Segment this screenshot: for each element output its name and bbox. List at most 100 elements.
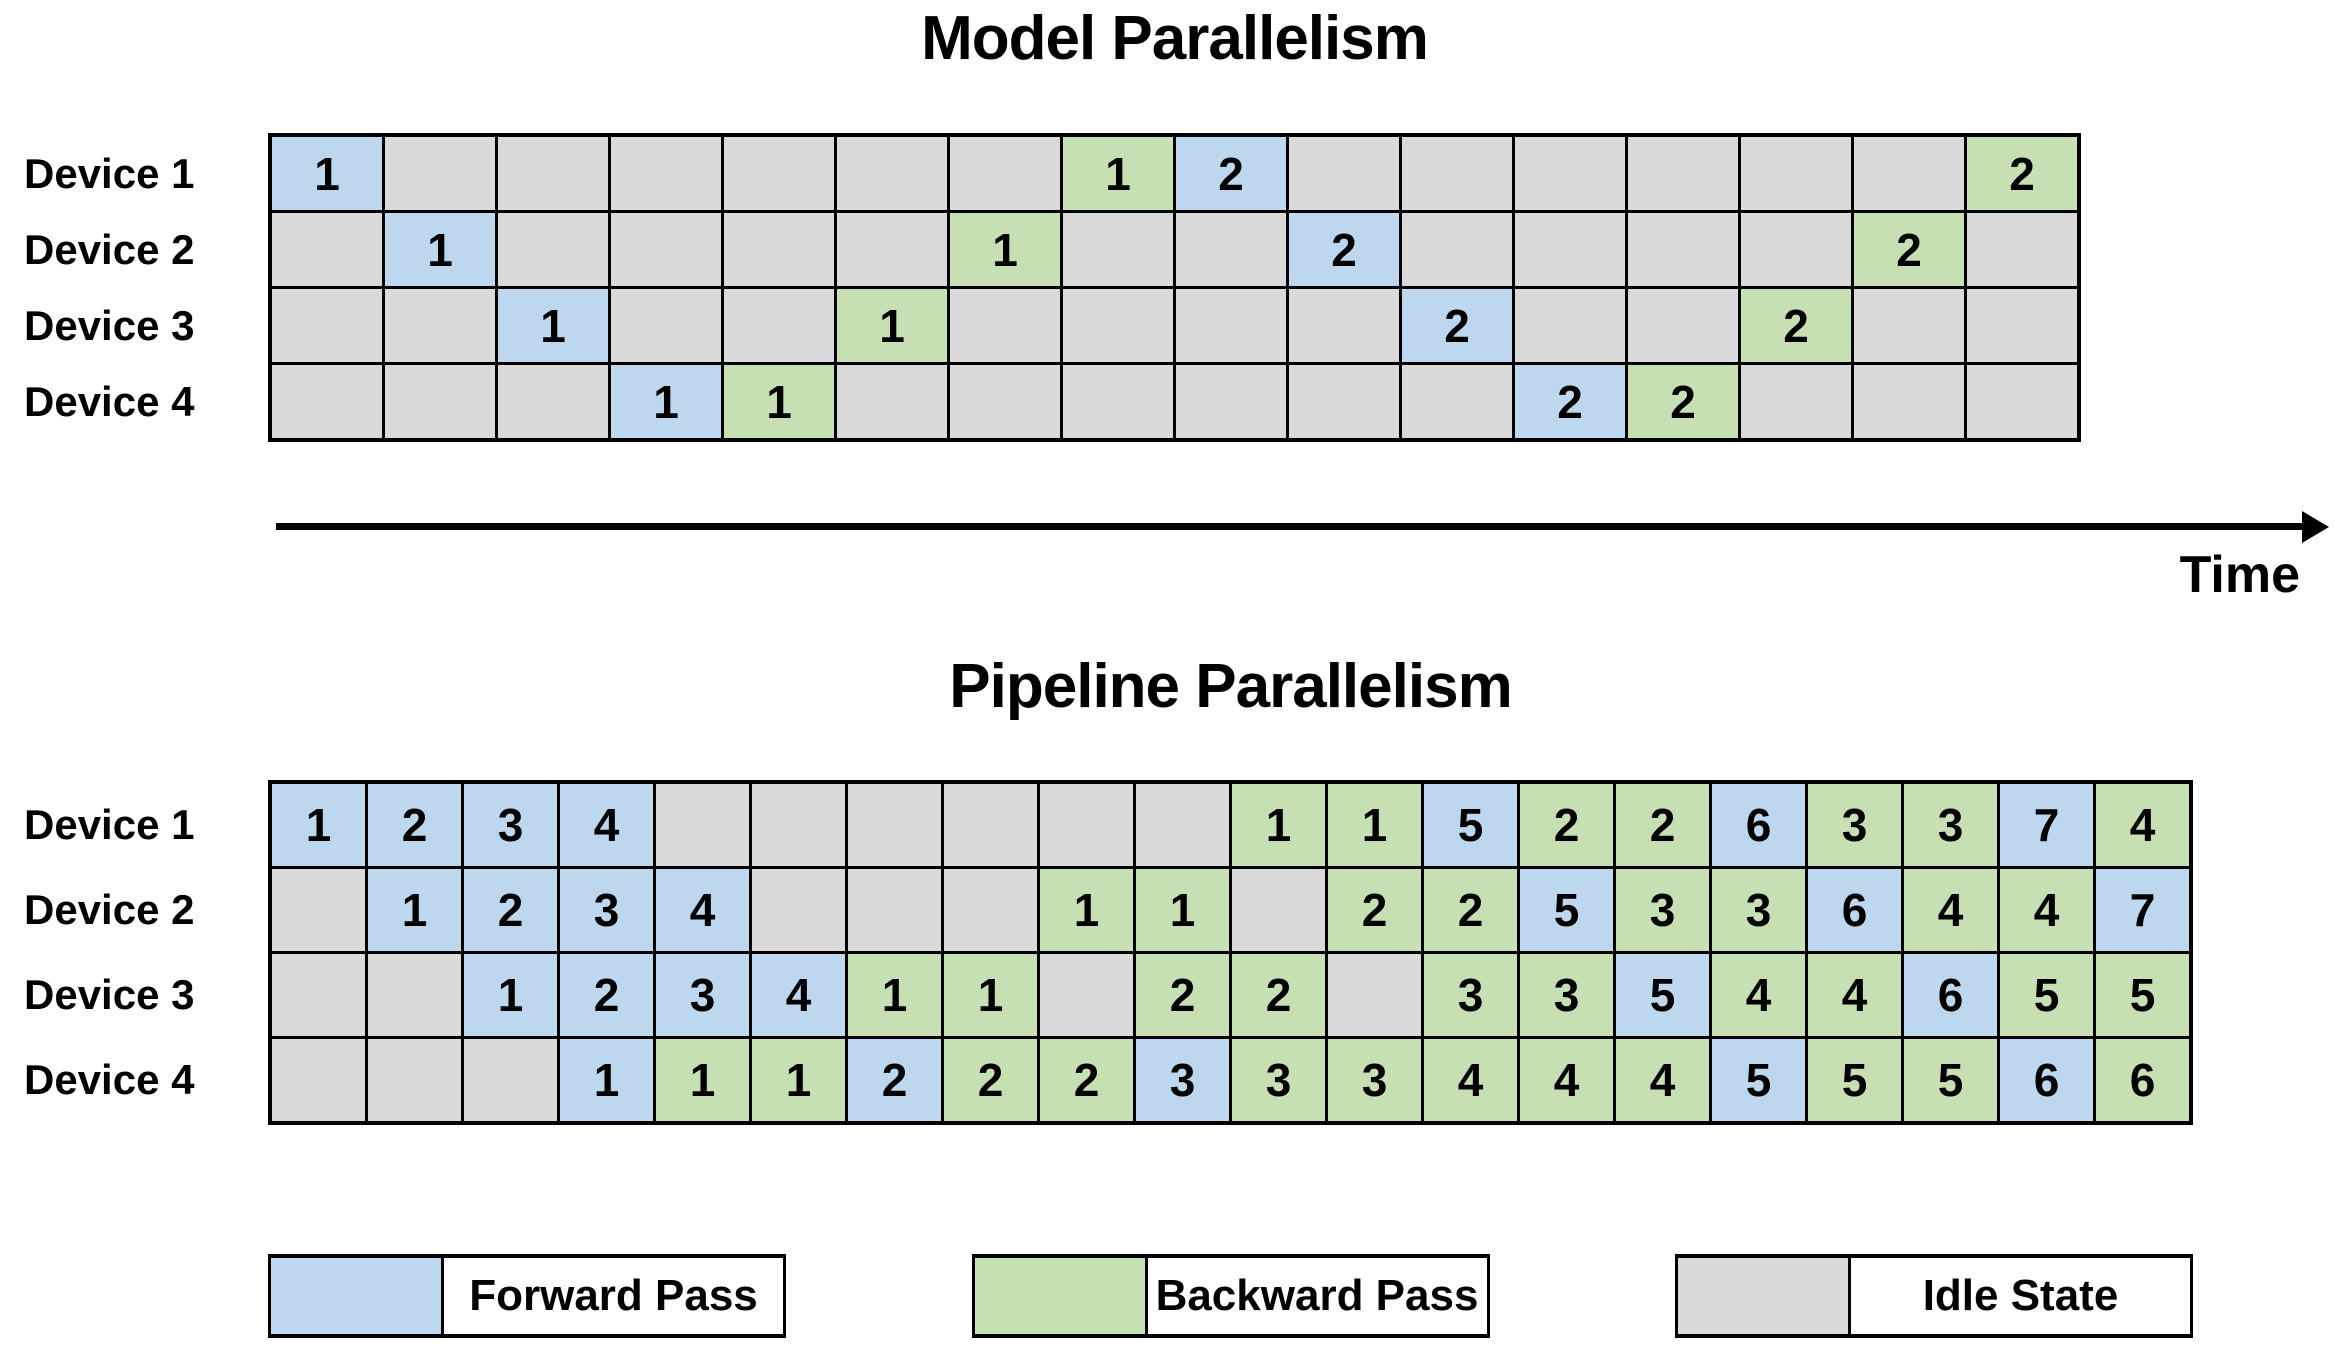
schedule-cell-forward: 2 [368,784,461,866]
legend-item: Backward Pass [971,1254,1490,1338]
schedule-cell-backward: 1 [656,1039,749,1121]
schedule-cell-backward: 3 [1712,869,1805,951]
schedule-cell-backward: 4 [1424,1039,1517,1121]
schedule-cell-backward: 2 [1616,784,1709,866]
device-label: Device 2 [24,886,195,933]
schedule-cell-idle [1854,365,1964,438]
schedule-cell-idle [1741,365,1851,438]
device-label: Device 2 [24,225,195,273]
schedule-cell-backward: 2 [1741,289,1851,362]
schedule-cell-idle [837,213,947,286]
schedule-cell-backward: 2 [1628,365,1738,438]
schedule-cell-forward: 2 [464,869,557,951]
schedule-cell-idle [950,365,1060,438]
schedule-cell-backward: 2 [1136,954,1229,1036]
schedule-cell-idle [1328,954,1421,1036]
schedule-cell-forward: 2 [848,1039,941,1121]
schedule-cell-backward: 3 [1424,954,1517,1036]
schedule-cell-idle [1967,289,2077,362]
schedule-cell-forward: 1 [498,289,608,362]
schedule-cell-forward: 3 [656,954,749,1036]
legend-item-label: Idle State [1922,1271,2119,1320]
schedule-cell-backward: 4 [1904,869,1997,951]
schedule-cell-idle [498,137,608,210]
pipeline-parallelism-title: Pipeline Parallelism [949,652,1512,721]
schedule-cell-idle [752,784,845,866]
schedule-cell-idle [385,289,495,362]
schedule-cell-idle [1040,784,1133,866]
legend-swatch-idle [1678,1258,1851,1334]
schedule-cell-idle [1402,213,1512,286]
schedule-cell-backward: 3 [1520,954,1613,1036]
schedule-cell-backward: 2 [1967,137,2077,210]
schedule-cell-idle [1515,289,1625,362]
schedule-cell-backward: 4 [2096,784,2189,866]
schedule-cell-idle [848,784,941,866]
schedule-cell-forward: 1 [611,365,721,438]
time-arrow-line [276,523,2302,530]
schedule-cell-idle [272,213,382,286]
schedule-cell-idle [1040,954,1133,1036]
legend-item-label: Backward Pass [1155,1271,1479,1320]
schedule-cell-forward: 2 [1402,289,1512,362]
schedule-cell-forward: 2 [1289,213,1399,286]
schedule-cell-backward: 2 [1040,1039,1133,1121]
schedule-cell-idle [1967,365,2077,438]
time-arrow-head [2302,511,2329,543]
schedule-cell-backward: 1 [1328,784,1421,866]
schedule-cell-backward: 1 [1232,784,1325,866]
schedule-cell-idle [1063,213,1173,286]
schedule-cell-forward: 7 [2096,869,2189,951]
schedule-cell-backward: 1 [752,1039,845,1121]
schedule-cell-backward: 4 [1808,954,1901,1036]
schedule-cell-backward: 2 [1424,869,1517,951]
schedule-cell-forward: 6 [2000,1039,2093,1121]
schedule-cell-backward: 5 [2096,954,2189,1036]
schedule-cell-idle [848,869,941,951]
schedule-cell-idle [272,1039,365,1121]
schedule-cell-forward: 6 [1904,954,1997,1036]
schedule-cell-idle [272,289,382,362]
schedule-cell-idle [1854,289,1964,362]
schedule-cell-idle [385,137,495,210]
schedule-cell-backward: 6 [2096,1039,2189,1121]
schedule-cell-idle [1854,137,1964,210]
schedule-cell-idle [464,1039,557,1121]
schedule-cell-forward: 3 [464,784,557,866]
schedule-cell-idle [1063,365,1173,438]
schedule-cell-forward: 3 [1136,1039,1229,1121]
schedule-cell-idle [1967,213,2077,286]
schedule-cell-backward: 1 [837,289,947,362]
schedule-cell-forward: 1 [560,1039,653,1121]
schedule-cell-idle [611,137,721,210]
schedule-cell-backward: 4 [1520,1039,1613,1121]
schedule-cell-idle [837,137,947,210]
schedule-cell-idle [1289,365,1399,438]
schedule-cell-backward: 2 [1854,213,1964,286]
schedule-cell-forward: 2 [560,954,653,1036]
schedule-cell-forward: 5 [1712,1039,1805,1121]
schedule-cell-idle [1741,213,1851,286]
schedule-cell-idle [1232,869,1325,951]
device-label: Device 1 [24,801,195,848]
schedule-cell-idle [950,289,1060,362]
legend-item: Forward Pass [268,1254,786,1338]
schedule-cell-forward: 2 [1515,365,1625,438]
schedule-cell-idle [1402,137,1512,210]
schedule-cell-backward: 4 [1616,1039,1709,1121]
schedule-cell-idle [1289,137,1399,210]
schedule-cell-backward: 5 [1808,1039,1901,1121]
schedule-cell-idle [944,784,1037,866]
legend-item: Idle State [1675,1254,2193,1338]
device-label: Device 4 [24,1056,195,1103]
schedule-cell-backward: 3 [1232,1039,1325,1121]
schedule-cell-idle [724,213,834,286]
schedule-cell-idle [944,869,1037,951]
schedule-cell-idle [611,213,721,286]
schedule-cell-idle [1176,289,1286,362]
schedule-cell-backward: 5 [2000,954,2093,1036]
schedule-cell-forward: 1 [272,137,382,210]
schedule-cell-idle [611,289,721,362]
schedule-cell-backward: 1 [1040,869,1133,951]
